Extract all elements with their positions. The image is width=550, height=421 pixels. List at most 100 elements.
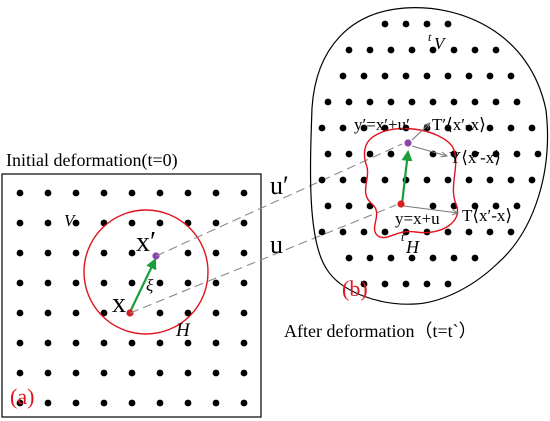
particle-dot bbox=[100, 249, 108, 257]
particle-dot bbox=[156, 279, 164, 287]
particle-dot bbox=[402, 20, 410, 28]
particle-dot bbox=[366, 150, 374, 158]
particle-dot bbox=[381, 228, 389, 236]
particle-dot bbox=[212, 369, 220, 377]
particle-dot bbox=[444, 228, 452, 236]
particle-dot bbox=[507, 72, 515, 80]
particle-dot bbox=[44, 399, 52, 407]
particle-dot bbox=[444, 72, 452, 80]
particle-dot bbox=[507, 124, 515, 132]
particle-dot bbox=[423, 280, 431, 288]
particle-dot bbox=[423, 20, 431, 28]
particle-dot bbox=[212, 339, 220, 347]
particle-dot bbox=[360, 228, 368, 236]
particle-dot bbox=[387, 150, 395, 158]
mapping-line-u-prime bbox=[155, 143, 403, 257]
state-y-label: Y⟨x′-x⟩ bbox=[449, 148, 501, 167]
left-point-x-prime-label: x′ bbox=[136, 227, 156, 258]
particle-dot bbox=[100, 189, 108, 197]
particle-dot bbox=[44, 279, 52, 287]
right-point-y-prime-label: y′=x′+u′ bbox=[354, 115, 410, 134]
particle-dot bbox=[240, 369, 248, 377]
particle-dot bbox=[429, 202, 437, 210]
particle-dot bbox=[184, 189, 192, 197]
particle-dot bbox=[72, 399, 80, 407]
particle-dot bbox=[423, 72, 431, 80]
right-neighborhood-label: H bbox=[405, 237, 420, 257]
particle-dot bbox=[16, 339, 24, 347]
particle-dot bbox=[212, 399, 220, 407]
particle-dot bbox=[128, 399, 136, 407]
particle-dot bbox=[339, 72, 347, 80]
particle-dot bbox=[486, 72, 494, 80]
particle-dot bbox=[240, 339, 248, 347]
particle-dot bbox=[471, 98, 479, 106]
left-particle-grid bbox=[16, 189, 248, 407]
particle-dot bbox=[471, 46, 479, 54]
left-panel-title: Initial deformation(t=0) bbox=[6, 150, 178, 171]
particle-dot bbox=[360, 280, 368, 288]
particle-dot bbox=[44, 339, 52, 347]
particle-dot bbox=[471, 202, 479, 210]
mapping-line-u bbox=[129, 204, 397, 314]
particle-dot bbox=[184, 399, 192, 407]
particle-dot bbox=[16, 369, 24, 377]
particle-dot bbox=[345, 98, 353, 106]
particle-dot bbox=[44, 249, 52, 257]
particle-dot bbox=[212, 249, 220, 257]
particle-dot bbox=[507, 228, 515, 236]
particle-dot bbox=[465, 72, 473, 80]
particle-dot bbox=[318, 176, 326, 184]
particle-dot bbox=[408, 254, 416, 262]
left-neighborhood-circle bbox=[83, 209, 209, 335]
right-region-prefix: t bbox=[428, 30, 432, 44]
particle-dot bbox=[16, 309, 24, 317]
particle-dot bbox=[44, 309, 52, 317]
right-neighborhood-outline bbox=[363, 127, 459, 239]
particle-dot bbox=[444, 176, 452, 184]
particle-dot bbox=[100, 369, 108, 377]
particle-dot bbox=[156, 189, 164, 197]
particle-dot bbox=[528, 176, 536, 184]
particle-dot bbox=[128, 369, 136, 377]
force-t-prime-arrow bbox=[411, 123, 430, 141]
particle-dot bbox=[324, 202, 332, 210]
particle-dot bbox=[429, 254, 437, 262]
particle-dot bbox=[240, 189, 248, 197]
particle-dot bbox=[366, 46, 374, 54]
particle-dot bbox=[72, 309, 80, 317]
particle-dot bbox=[100, 219, 108, 227]
deformed-body-outline bbox=[309, 7, 549, 305]
particle-dot bbox=[240, 309, 248, 317]
particle-dot bbox=[100, 339, 108, 347]
particle-dot bbox=[100, 279, 108, 287]
particle-dot bbox=[100, 399, 108, 407]
particle-dot bbox=[492, 98, 500, 106]
particle-dot bbox=[44, 219, 52, 227]
particle-dot bbox=[366, 98, 374, 106]
particle-dot bbox=[16, 279, 24, 287]
right-panel-tag: (b) bbox=[342, 276, 368, 301]
particle-dot bbox=[345, 202, 353, 210]
particle-dot bbox=[360, 176, 368, 184]
particle-dot bbox=[128, 189, 136, 197]
particle-dot bbox=[184, 339, 192, 347]
force-t-prime-label: T′⟨x′-x⟩ bbox=[432, 115, 486, 134]
particle-dot bbox=[450, 98, 458, 106]
particle-dot bbox=[534, 150, 542, 158]
right-neighborhood-prefix: t bbox=[401, 230, 405, 244]
left-panel-tag: (a) bbox=[10, 384, 34, 409]
particle-dot bbox=[318, 228, 326, 236]
particle-dot bbox=[44, 189, 52, 197]
particle-dot bbox=[72, 219, 80, 227]
right-point-y-label: y=x+u bbox=[395, 209, 440, 228]
particle-dot bbox=[184, 279, 192, 287]
particle-dot bbox=[381, 176, 389, 184]
particle-dot bbox=[492, 46, 500, 54]
particle-dot bbox=[507, 176, 515, 184]
particle-dot bbox=[486, 228, 494, 236]
particle-dot bbox=[16, 399, 24, 407]
particle-dot bbox=[212, 219, 220, 227]
particle-dot bbox=[128, 279, 136, 287]
